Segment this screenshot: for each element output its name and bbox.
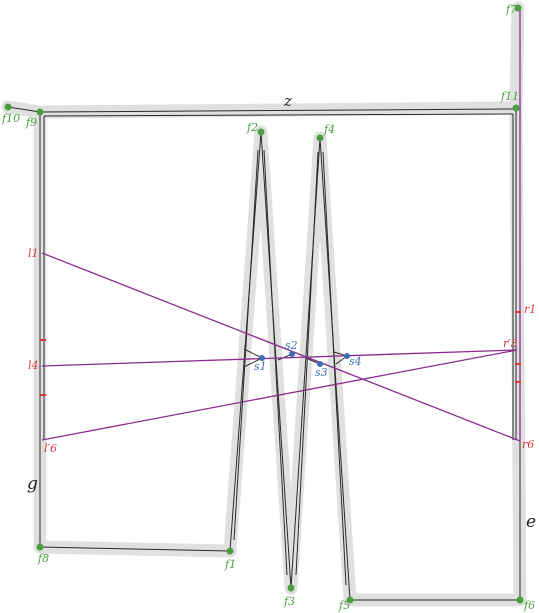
label-s2: s2 xyxy=(285,339,298,352)
label-f2: f2 xyxy=(246,121,258,134)
label-f9: f9 xyxy=(25,116,37,129)
label-f8: f8 xyxy=(37,552,49,565)
red-ticks xyxy=(40,311,521,396)
node-f2 xyxy=(257,128,265,136)
node-f3 xyxy=(287,584,295,592)
node-f11 xyxy=(512,104,520,112)
point-s1 xyxy=(259,355,265,361)
label-l4: l4 xyxy=(28,359,39,372)
label-f3: f3 xyxy=(283,595,295,608)
label-f1: f1 xyxy=(224,558,236,571)
point-s3 xyxy=(317,361,323,367)
label-l1: l1 xyxy=(28,247,39,260)
blue-points xyxy=(259,351,350,367)
label-r3p: r′3 xyxy=(503,337,518,350)
label-f7: f7 xyxy=(505,3,517,16)
point-s2 xyxy=(289,351,295,357)
point-s4 xyxy=(344,353,350,359)
node-f7 xyxy=(514,4,522,12)
node-f1 xyxy=(226,547,234,555)
node-f5 xyxy=(346,596,354,604)
label-z: z xyxy=(283,92,292,110)
label-r1: r1 xyxy=(524,303,536,316)
node-f9 xyxy=(36,108,44,116)
label-r6: r6 xyxy=(522,438,534,451)
node-f6 xyxy=(516,596,524,604)
label-s1: s1 xyxy=(254,360,267,373)
label-e: e xyxy=(526,512,536,532)
label-l6p: l′6 xyxy=(44,442,57,455)
label-s4: s4 xyxy=(349,355,362,368)
guide-lines xyxy=(41,8,521,442)
label-f11: f11 xyxy=(500,90,519,103)
label-f5: f5 xyxy=(338,599,350,612)
node-f10 xyxy=(4,103,12,111)
label-f4: f4 xyxy=(323,123,335,136)
label-g: g xyxy=(27,474,38,494)
black-path xyxy=(7,106,521,601)
green-nodes xyxy=(4,4,524,604)
label-s3: s3 xyxy=(315,366,328,379)
label-f10: f10 xyxy=(1,112,20,125)
halo-path xyxy=(1,1,527,607)
label-f6: f6 xyxy=(523,599,535,612)
node-f8 xyxy=(36,543,44,551)
node-f4 xyxy=(316,134,324,142)
